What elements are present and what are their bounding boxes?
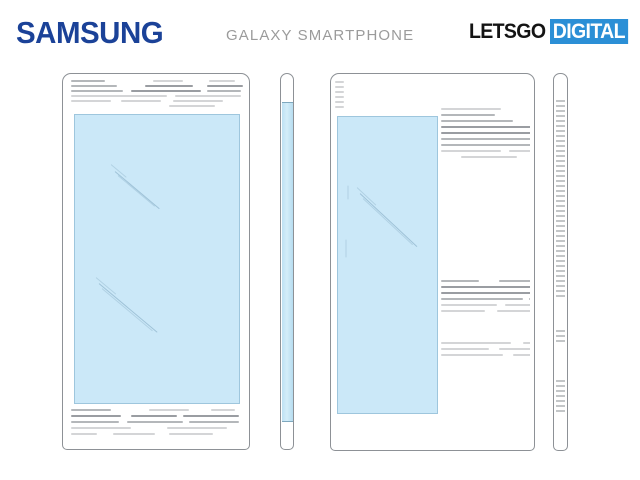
device-screen-left [74,114,240,404]
spec-text-rail-left [335,79,345,113]
page-title: GALAXY SMARTPHONE [226,27,415,44]
patent-drawing [0,62,640,480]
device-view-front-right [330,73,537,453]
samsung-logo: SAMSUNG [16,15,164,50]
spec-text-block-top [69,79,243,111]
letsgodigital-logo-letsgo: LETSGO [469,20,546,43]
letsgodigital-logo: LETSGO DIGITAL [469,19,634,44]
spec-text-rail-right [556,92,565,432]
spec-text-block-bottom [69,407,241,445]
device-view-side-right [553,73,570,453]
header-bar: SAMSUNG GALAXY SMARTPHONE LETSGO DIGITAL [0,0,640,66]
device-view-front-left [62,73,252,452]
device-view-side-left [280,73,296,452]
letsgodigital-logo-digital: DIGITAL [550,19,628,44]
device-screen-right [337,116,438,414]
device-edge-fill [281,102,293,422]
spec-document-text [439,80,530,444]
